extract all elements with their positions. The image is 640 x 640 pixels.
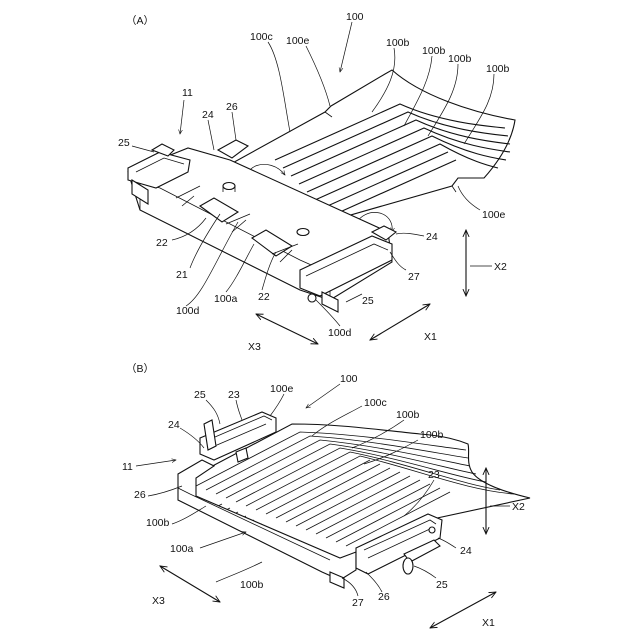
label-x3-b: X3	[152, 595, 165, 607]
label-26-bottom-b: 26	[378, 591, 390, 603]
label-23-top-b: 23	[228, 389, 240, 401]
label-100e-top-a: 100e	[286, 35, 310, 47]
label-11-b: 11	[122, 461, 133, 473]
label-27-b: 27	[352, 597, 364, 609]
label-100d-right-a: 100d	[328, 327, 352, 339]
label-24-left-b: 24	[168, 419, 180, 431]
panel-label-a: （A）	[126, 15, 154, 27]
x3-arrow-a	[256, 314, 318, 344]
label-25-top-b: 25	[194, 389, 206, 401]
label-27-a: 27	[408, 271, 420, 283]
label-24-left-a: 24	[202, 109, 214, 121]
label-100d-left-a: 100d	[176, 305, 200, 317]
label-26-left-b: 26	[134, 489, 146, 501]
label-100b-4-a: 100b	[486, 63, 510, 75]
label-100b-1-a: 100b	[386, 37, 410, 49]
label-25-left-a: 25	[118, 137, 130, 149]
label-100b-2-a: 100b	[422, 45, 446, 57]
label-11-a: 11	[182, 87, 193, 99]
figure-a: （A）	[118, 11, 515, 353]
label-100b-1-b: 100b	[396, 409, 420, 421]
label-x2-b: X2	[512, 501, 525, 513]
label-100a-b: 100a	[170, 543, 194, 555]
label-100-b: 100	[340, 373, 358, 385]
label-21-a: 21	[176, 269, 188, 281]
label-100c-a: 100c	[250, 31, 273, 43]
label-22-left-a: 22	[156, 237, 168, 249]
label-24-right-b: 24	[460, 545, 472, 557]
label-100b-2-b: 100b	[420, 429, 444, 441]
label-22-mid-a: 22	[258, 291, 270, 303]
label-100e-b: 100e	[270, 383, 294, 395]
label-23-right-b: 23	[428, 469, 440, 481]
label-100b-3-a: 100b	[448, 53, 472, 65]
label-25-right-a: 25	[362, 295, 374, 307]
label-100b-left-b: 100b	[146, 517, 170, 529]
label-x1-a: X1	[424, 331, 437, 343]
label-25-right-b: 25	[436, 579, 448, 591]
label-100-a: 100	[346, 11, 364, 23]
x1-arrow-a	[370, 304, 430, 340]
label-x3-a: X3	[248, 341, 261, 353]
label-24-right-a: 24	[426, 231, 438, 243]
label-100e-right-a: 100e	[482, 209, 506, 221]
label-x2-a: X2	[494, 261, 507, 273]
figure-b: （B）	[122, 363, 530, 629]
label-100b-bottom-b: 100b	[240, 579, 264, 591]
label-x1-b: X1	[482, 617, 495, 629]
label-26-a: 26	[226, 101, 238, 113]
panel-label-b: （B）	[126, 363, 154, 375]
label-100c-b: 100c	[364, 397, 387, 409]
label-100a-a: 100a	[214, 293, 238, 305]
x3-arrow-b	[160, 566, 220, 602]
